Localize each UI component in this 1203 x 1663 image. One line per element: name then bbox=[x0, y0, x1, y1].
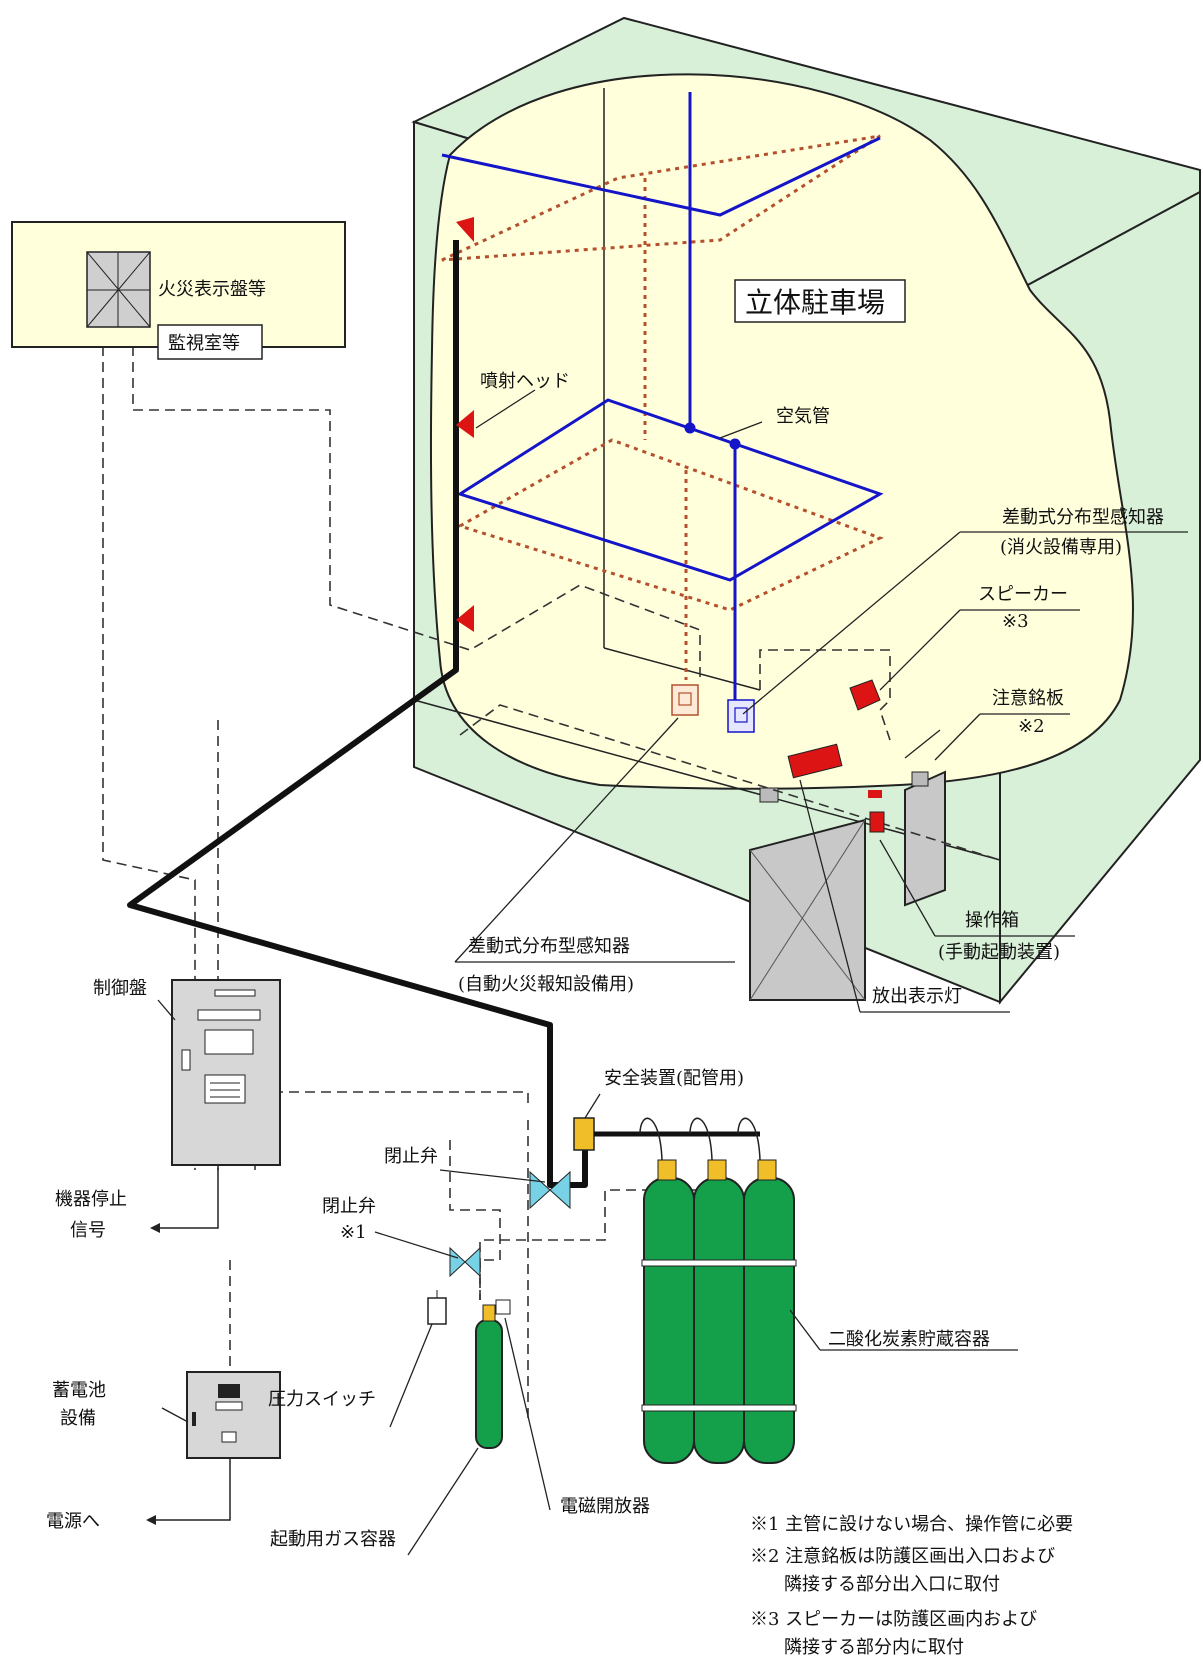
label-speaker: スピーカー bbox=[978, 584, 1068, 605]
pilot-stop-valve bbox=[449, 1246, 481, 1278]
note-2a: ※2 注意銘板は防護区画出入口および bbox=[750, 1546, 1055, 1567]
label-det-ext-note: (消火設備専用) bbox=[1000, 537, 1122, 558]
safety-device bbox=[573, 1117, 760, 1151]
entrance-door bbox=[749, 818, 866, 1001]
power-wire bbox=[148, 1458, 231, 1521]
discharge-nozzles bbox=[456, 217, 474, 632]
label-speaker-ref: ※3 bbox=[1002, 611, 1029, 632]
solenoid-opener bbox=[495, 1299, 511, 1315]
label-nozzle: 噴射ヘッド bbox=[480, 371, 570, 392]
label-equip-stop-1: 機器停止 bbox=[55, 1189, 127, 1210]
detector-lines bbox=[441, 134, 884, 680]
label-op-box-note: (手動起動装置) bbox=[938, 942, 1060, 963]
label-solenoid: 電磁開放器 bbox=[560, 1496, 650, 1517]
note-2b: 隣接する部分出入口に取付 bbox=[784, 1574, 1000, 1595]
co2-discharge-pipe bbox=[127, 240, 588, 1188]
label-det-auto-note: (自動火災報知設備用) bbox=[458, 974, 634, 995]
panel-label: 火災表示盤等 bbox=[158, 279, 266, 300]
speaker-device bbox=[849, 679, 881, 711]
side-door bbox=[904, 770, 946, 907]
caution-plate-2 bbox=[911, 771, 929, 787]
nozzle-3 bbox=[456, 605, 474, 632]
power-arrow bbox=[146, 1515, 156, 1525]
leader-lines bbox=[157, 389, 1188, 1556]
note-1: ※1 主管に設けない場合、操作管に必要 bbox=[750, 1514, 1073, 1535]
start-gas-cylinder bbox=[475, 1299, 511, 1449]
label-co2-storage: 二酸化炭素貯蔵容器 bbox=[828, 1329, 990, 1350]
release-indicator-lamp bbox=[787, 743, 843, 779]
label-stop-valve: 閉止弁 bbox=[384, 1146, 438, 1167]
battery-unit bbox=[186, 1371, 281, 1459]
label-stop-valve2-ref: ※1 bbox=[340, 1222, 367, 1243]
label-op-box: 操作箱 bbox=[965, 910, 1019, 931]
label-control-panel: 制御盤 bbox=[93, 978, 147, 999]
pressure-switch bbox=[427, 1290, 447, 1325]
label-caution-ref: ※2 bbox=[1018, 716, 1045, 737]
note-3b: 隣接する部分内に取付 bbox=[784, 1637, 964, 1658]
monitoring-room: 火災表示盤等 監視室等 bbox=[11, 221, 346, 360]
co2-cylinder-3 bbox=[743, 1177, 795, 1464]
note-3a: ※3 スピーカーは防護区画内および bbox=[750, 1609, 1037, 1630]
co2-cylinder-1 bbox=[643, 1177, 695, 1464]
label-pressure-switch: 圧力スイッチ bbox=[268, 1389, 376, 1410]
building-title: 立体駐車場 bbox=[745, 286, 885, 319]
caution-plate-1 bbox=[759, 787, 779, 803]
control-panel bbox=[171, 979, 281, 1166]
manifold-flex-hoses bbox=[639, 1117, 761, 1161]
nozzle-2 bbox=[456, 410, 474, 438]
equip-stop-wire bbox=[152, 1165, 219, 1229]
label-air-tube: 空気管 bbox=[776, 406, 830, 427]
label-det-auto-name: 差動式分布型感知器 bbox=[468, 936, 630, 957]
building-title-box bbox=[734, 279, 906, 323]
co2-storage-cylinders bbox=[641, 1159, 797, 1464]
detector-auto-fire bbox=[671, 684, 699, 716]
label-battery-1: 蓄電池 bbox=[52, 1380, 106, 1401]
building-base-line bbox=[413, 699, 1001, 861]
co2-cylinder-2 bbox=[693, 1177, 745, 1464]
room-label: 監視室等 bbox=[168, 333, 240, 354]
interior-cutaway bbox=[429, 73, 1134, 790]
air-tube-network bbox=[441, 92, 884, 700]
label-safety-device: 安全装置(配管用) bbox=[604, 1068, 744, 1089]
label-stop-valve2: 閉止弁 bbox=[322, 1196, 376, 1217]
parking-building bbox=[411, 16, 1201, 1005]
label-release-lamp: 放出表示灯 bbox=[872, 986, 962, 1007]
equip-stop-arrow bbox=[150, 1223, 160, 1233]
label-battery-2: 設備 bbox=[60, 1408, 96, 1429]
label-start-gas: 起動用ガス容器 bbox=[270, 1529, 396, 1550]
label-power: 電源へ bbox=[46, 1511, 100, 1532]
nozzle-1 bbox=[456, 217, 474, 242]
label-det-ext-name: 差動式分布型感知器 bbox=[1002, 507, 1164, 528]
label-equip-stop-2: 信号 bbox=[70, 1220, 106, 1241]
operation-box-bar bbox=[868, 790, 882, 798]
label-caution-plate: 注意銘板 bbox=[992, 688, 1064, 709]
detector-extinguishing bbox=[727, 699, 755, 733]
operation-box bbox=[869, 811, 885, 833]
